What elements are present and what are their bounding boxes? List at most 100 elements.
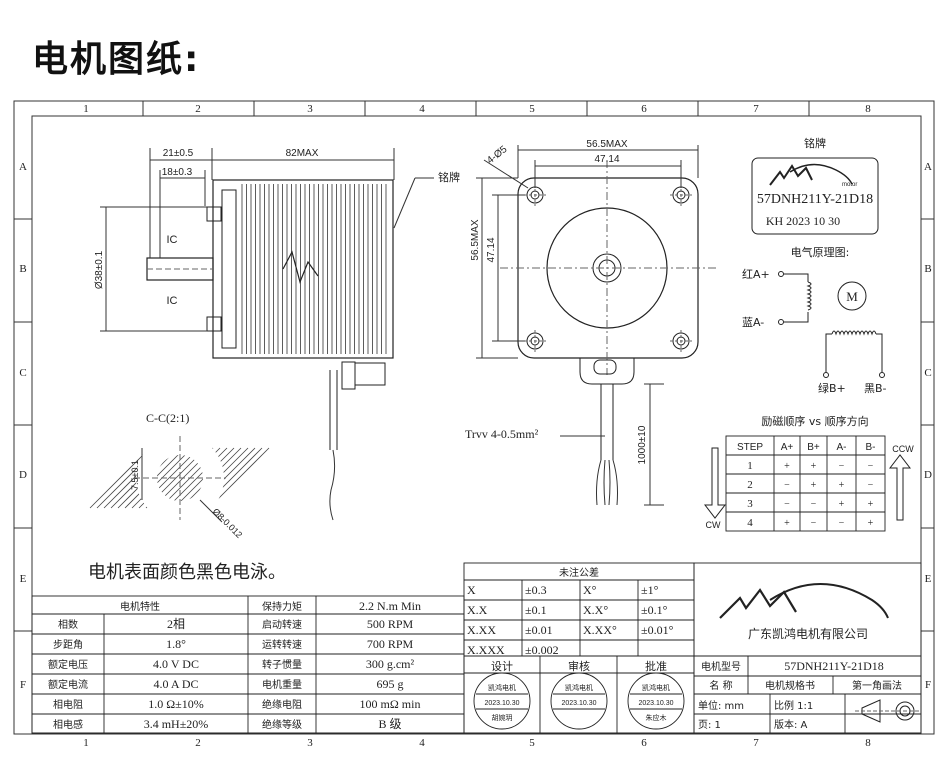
wiring-heading: 电气原理图: (791, 245, 850, 259)
sequence-cell: − (784, 499, 790, 510)
surface-note: 电机表面颜色黑色电泳。 (88, 562, 286, 583)
tolerance-cell: ±0.01 (525, 623, 553, 637)
grid-col-bottom: 5 (529, 737, 535, 749)
sequence-cell: − (839, 518, 845, 529)
company-name: 广东凯鸿电机有限公司 (748, 627, 868, 641)
wire-b-minus-label: 黑B- (864, 382, 887, 395)
model-label: 电机型号 (701, 660, 741, 673)
tolerance-cell: ±1° (641, 583, 659, 597)
model-value: 57DNH211Y-21D18 (784, 659, 884, 673)
sequence-cell: + (839, 499, 845, 510)
approval-stamp (627, 672, 685, 730)
sequence-col-header: A- (837, 442, 847, 453)
spec-label: 相电阻 (53, 698, 83, 711)
stamp-date: 2023.10.30 (638, 700, 673, 707)
sequence-step: 1 (747, 460, 753, 472)
stamp-company: 凯鸿电机 (642, 683, 670, 692)
grid-row-left: D (19, 469, 27, 481)
tolerance-cell: ±0.1 (525, 603, 547, 617)
grid-col-top: 4 (419, 103, 425, 115)
tolerance-cell: X.XXX (467, 643, 505, 657)
spec-label: 额定电压 (48, 658, 88, 671)
sequence-step: 3 (747, 498, 753, 510)
approval-label: 设计 (491, 660, 513, 673)
grid-row-right: B (924, 263, 931, 275)
grid-col-bottom: 3 (307, 737, 313, 749)
company-logo: 广东凯鸿电机有限公司 (719, 583, 889, 641)
spec-value: 500 RPM (367, 617, 414, 631)
spec-label: 保持力矩 (262, 600, 302, 613)
grid-col-bottom: 8 (865, 737, 871, 749)
sequence-step: 2 (747, 479, 753, 491)
spec-label: 步距角 (53, 639, 83, 651)
grid-col-bottom: 2 (195, 737, 201, 749)
cable-length-label: 1000±10 (637, 425, 648, 464)
sequence-col-header: A+ (781, 442, 794, 453)
spec-label: 转子惯量 (262, 658, 302, 671)
nameplate-motor-text: motor (842, 182, 857, 188)
wire-a-plus-label: 红A+ (742, 268, 770, 281)
grid-col-bottom: 4 (419, 737, 425, 749)
specs-heading: 电机特性 (120, 600, 160, 613)
spec-value: 695 g (377, 677, 404, 691)
sequence-cell: − (811, 499, 817, 510)
projection-label: 第一角画法 (852, 679, 902, 692)
dim-4714-h-label: 47.14 (594, 154, 619, 165)
grid-row-left: E (20, 573, 27, 585)
cable-label: Trvv 4-0.5mm² (465, 427, 539, 441)
dim-18-label: 18±0.3 (162, 167, 193, 178)
ic-top-label: IC (167, 234, 178, 246)
grid-row-right: A (924, 161, 932, 173)
sequence-cell: + (868, 499, 874, 510)
scale-label: 比例 1:1 (774, 699, 813, 712)
stamp-company: 凯鸿电机 (488, 683, 516, 692)
spec-value: 2.2 N.m Min (359, 599, 421, 613)
grid-col-top: 5 (529, 103, 535, 115)
tolerance-cell: X.X° (583, 603, 608, 617)
approval-stamp (473, 672, 531, 730)
stamp-name: 朱应木 (646, 713, 667, 722)
spec-label: 绝缘等级 (262, 718, 302, 731)
grid-col-bottom: 6 (641, 737, 647, 749)
projection-symbol (855, 699, 920, 723)
dim-38-label: Ø38±0.1 (94, 250, 105, 289)
grid-col-bottom: 1 (83, 737, 89, 749)
spec-label: 相电感 (53, 718, 83, 731)
name-value: 电机规格书 (765, 679, 815, 692)
sequence-step: 4 (747, 517, 753, 529)
sequence-col-header: B+ (807, 442, 820, 453)
spec-label: 额定电流 (48, 678, 88, 691)
front-view: 56.5MAX 47.14 56.5MAX 47.14 4-Ø5 1000±10… (465, 139, 716, 506)
spec-label: 绝缘电阻 (262, 698, 302, 711)
grid-col-top: 1 (83, 103, 89, 115)
sequence-cell: + (784, 518, 790, 529)
nameplate-model: 57DNH211Y-21D18 (757, 192, 873, 207)
grid-row-right: D (924, 469, 932, 481)
stamp-date: 2023.10.30 (561, 700, 596, 707)
approval-label: 审核 (568, 659, 590, 673)
nameplate-date: KH 2023 10 30 (766, 214, 840, 228)
grid-row-right: F (925, 679, 931, 691)
tolerance-cell: X° (583, 583, 597, 597)
sequence-cell: − (839, 461, 845, 472)
nameplate-heading: 铭牌 (804, 136, 826, 150)
spec-label: 启动转速 (262, 618, 302, 631)
sequence-col-header: B- (866, 442, 876, 453)
sequence-cell: + (811, 461, 817, 472)
dim-8-label: Ø8-0.012 (211, 506, 245, 540)
sequence-cell: − (784, 480, 790, 491)
wiring-diagram: 电气原理图: 红A+ 蓝A- M 绿B+ 黑B- (742, 245, 887, 395)
approval-stamp (550, 672, 608, 730)
dim-565-v-label: 56.5MAX (470, 219, 481, 260)
grid-row-left: B (19, 263, 26, 275)
spec-value: 700 RPM (367, 637, 414, 651)
outer-frame (13, 100, 935, 735)
grid-row-left: C (19, 367, 26, 379)
hole-label: 4-Ø5 (485, 144, 510, 167)
page-title: 电机图纸: (32, 39, 201, 80)
version-label: 版本: A (774, 718, 808, 731)
sequence-cell: + (868, 518, 874, 529)
spec-value: 100 mΩ min (360, 697, 421, 711)
grid-col-top: 7 (753, 103, 759, 115)
